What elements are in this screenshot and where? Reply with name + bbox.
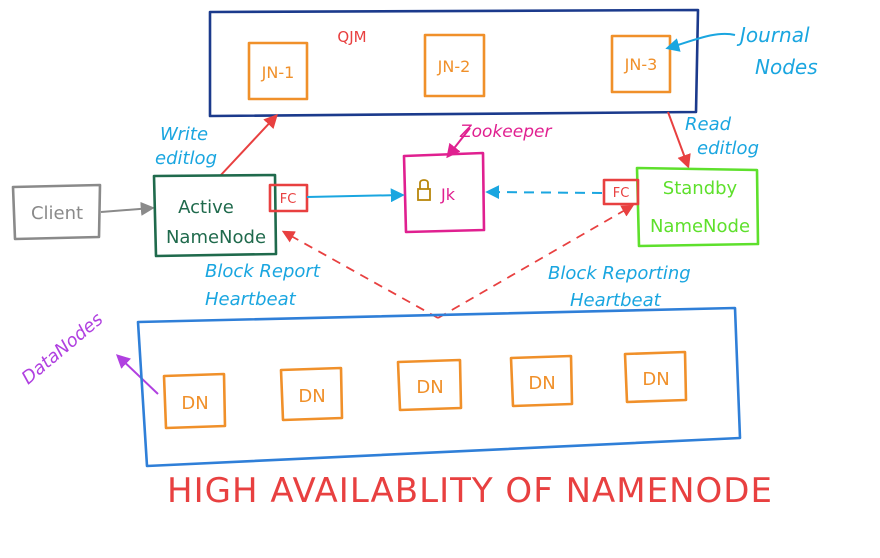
qjm-group: QJM JN-1 JN-2 JN-3 [208,8,700,118]
write-editlog-arrow [219,113,278,177]
read-editlog-line1: Read [685,114,732,135]
zookeeper-box: Jk [402,151,486,234]
client-box: Client [11,183,102,241]
journal-node-1-label: JN-1 [261,63,295,82]
datanode-3: DN [396,358,463,412]
write-editlog-line2: editlog [155,148,217,169]
datanodes-label: DataNodes [18,309,108,389]
datanode-4-label: DN [528,373,555,394]
journal-node-2: JN-2 [423,33,486,98]
standby-namenode-box: Standby NameNode [635,166,760,248]
standby-namenode-line1: Standby [663,178,738,199]
client-arrow [100,201,155,216]
block-report-left-arrow [281,230,439,319]
block-report-right-arrow [437,204,635,319]
active-fc-box: FC [268,183,309,213]
page-title: HIGH AVAILABLITY OF NAMENODE [167,471,773,511]
journal-node-2-label: JN-2 [437,57,471,76]
datanode-1: DN [162,372,227,430]
datanodes-group: DN DN DN DN DN [136,306,742,468]
journal-nodes-label-line2: Nodes [755,55,818,79]
write-editlog-line1: Write [160,124,208,145]
datanode-5: DN [623,350,688,404]
journal-nodes-arrow [665,32,736,52]
zookeeper-label: Zookeeper [459,122,552,142]
lock-icon [417,179,431,201]
block-report-left-line2: Heartbeat [205,289,297,310]
active-fc-to-zk-arrow [306,188,405,203]
block-report-right-line1: Block Reporting [548,263,691,284]
standby-fc-to-zk-arrow [485,185,603,200]
qjm-label: QJM [337,28,366,46]
client-label: Client [31,203,83,224]
datanode-3-label: DN [416,377,443,398]
journal-node-3-label: JN-3 [624,55,658,74]
journal-node-1: JN-1 [247,41,309,101]
standby-fc-label: FC [613,186,630,201]
datanode-2-label: DN [298,386,325,407]
read-editlog-line2: editlog [697,138,759,159]
datanode-1-label: DN [181,393,208,414]
qjm-box [208,8,700,118]
zookeeper-box-label: Jk [440,185,456,204]
read-editlog-arrow [667,111,691,169]
datanode-5-label: DN [642,369,669,390]
datanode-4: DN [509,354,574,408]
journal-nodes-label-line1: Journal [736,23,810,47]
active-fc-label: FC [280,192,297,207]
zookeeper-label-arrow [446,127,471,159]
block-report-left-line1: Block Report [205,261,321,282]
datanode-2: DN [279,366,344,422]
active-namenode-line2: NameNode [166,227,266,248]
standby-fc-box: FC [602,178,640,206]
journal-node-3: JN-3 [610,34,672,94]
block-report-right-line2: Heartbeat [570,290,662,311]
active-namenode-box: Active NameNode [152,173,278,258]
active-namenode-line1: Active [178,197,234,218]
standby-namenode-line2: NameNode [650,216,750,237]
datanodes-box [136,306,742,468]
datanodes-label-arrow [115,354,159,395]
